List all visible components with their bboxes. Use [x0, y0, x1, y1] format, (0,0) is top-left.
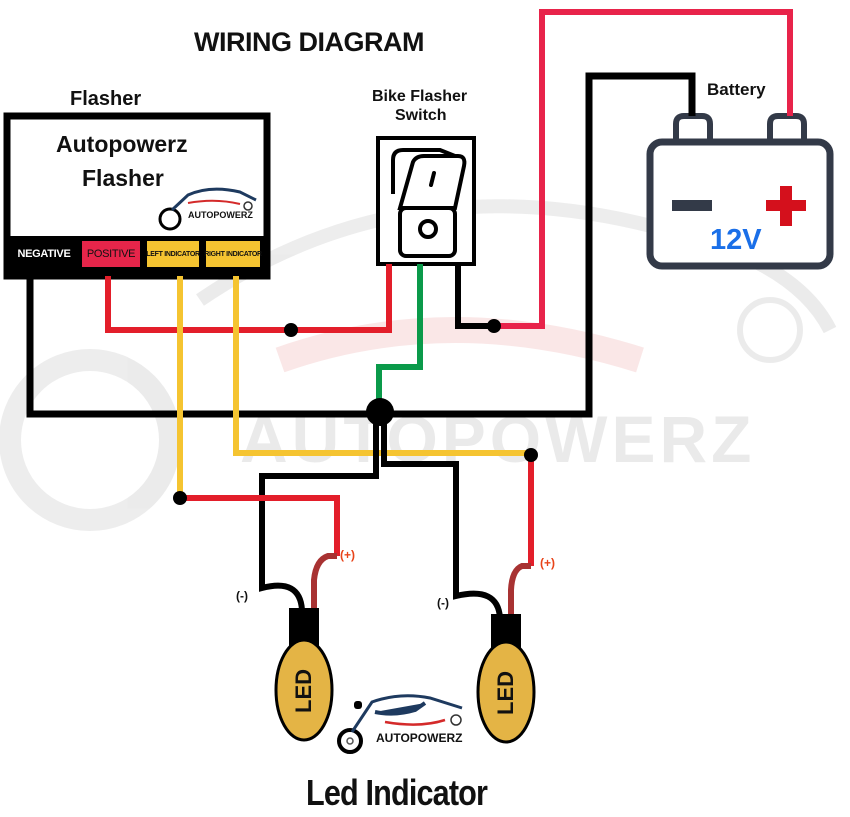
- flasher-heading: Flasher: [70, 88, 142, 110]
- junction-dot: [284, 323, 298, 337]
- junction-dot: [524, 448, 538, 462]
- wire-flasher-positive: [105, 264, 392, 333]
- junction-dot: [173, 491, 187, 505]
- autopowerz-logo-bottom-icon: [337, 694, 463, 754]
- flasher-pin-left-indicator: LEFT INDICATOR: [146, 241, 200, 267]
- wire-battery-positive: [494, 9, 793, 329]
- flasher-pin-right-indicator: RIGHT INDICATOR: [204, 241, 262, 267]
- wire-flasher-negative: [26, 276, 380, 418]
- flasher-name-line2: Flasher: [82, 165, 164, 191]
- wire-switch-signal: [376, 264, 423, 405]
- switch-label-line1: Bike Flasher: [372, 88, 468, 105]
- diagram-title: WIRING DIAGRAM: [194, 27, 424, 57]
- led-right-pos-symbol: (+): [540, 556, 555, 570]
- led-left-pos-symbol: (+): [340, 548, 355, 562]
- switch-label-line2: Switch: [395, 107, 447, 124]
- flasher-pin-negative: NEGATIVE: [13, 241, 75, 267]
- led-right-icon: [476, 614, 536, 744]
- junction-dot-main: [366, 398, 394, 426]
- bottom-logo-text: AUTOPOWERZ: [376, 731, 463, 745]
- rocker-switch-icon: [376, 136, 476, 266]
- flasher-pin-positive: POSITIVE: [82, 241, 140, 267]
- led-left-neg-symbol: (-): [236, 589, 248, 603]
- wire-battery-negative: [380, 72, 696, 418]
- led-left-label: LED: [291, 669, 316, 713]
- footer-label: Led Indicator: [306, 772, 488, 813]
- autopowerz-logo-icon: [158, 187, 257, 231]
- flasher-name-line1: Autopowerz: [56, 131, 188, 157]
- wire-ground-right-led: [381, 414, 503, 619]
- battery-label: Battery: [707, 80, 766, 99]
- wire-switch-power: [455, 264, 494, 329]
- wire-right-indicator: [233, 276, 531, 456]
- flasher-logo-text: AUTOPOWERZ: [188, 210, 253, 220]
- wire-ground-left-led: [259, 414, 379, 611]
- wire-left-led-positive: [180, 495, 340, 556]
- led-right-neg-symbol: (-): [437, 596, 449, 610]
- led-right-label: LED: [493, 671, 518, 715]
- junction-dot: [487, 319, 501, 333]
- battery-voltage: 12V: [710, 224, 762, 256]
- led-left-icon: [274, 608, 334, 742]
- battery-negative-symbol: [672, 200, 712, 211]
